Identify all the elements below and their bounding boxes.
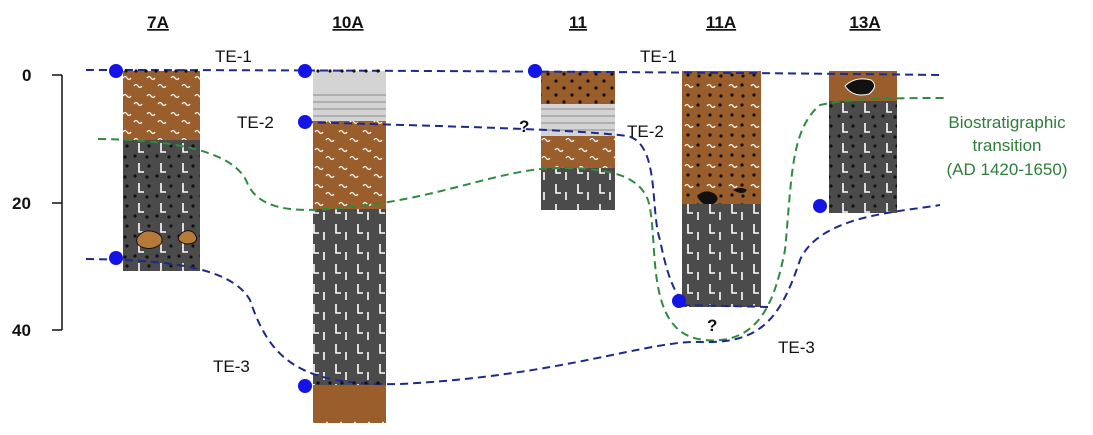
core-10A-break-edge <box>312 421 394 435</box>
tie-point-10A-TE2 <box>298 115 312 129</box>
core-7A-clast <box>177 230 198 245</box>
te1-correlation-line <box>85 69 941 76</box>
core-label-11: 11 <box>569 13 587 32</box>
core-label-11A: 11A <box>706 13 736 32</box>
tie-point-7A-TE1 <box>109 64 123 78</box>
tie-point-markers <box>109 64 827 393</box>
core-10A-ash-layer <box>313 71 386 93</box>
biostrat-label-line3: (AD 1420-1650) <box>947 160 1068 179</box>
te3-correlation-line <box>85 204 941 386</box>
core-label-7A: 7A <box>147 13 169 32</box>
core-10A-tephra-layer <box>313 209 386 385</box>
biostrat-label-line1: Biostratigraphic <box>948 113 1066 132</box>
tie-point-10A-TE1 <box>298 64 312 78</box>
core-13A-tephra-layer <box>829 101 897 213</box>
core-label-10A: 10A <box>332 13 363 32</box>
core-10A <box>312 71 394 435</box>
core-13A-clast <box>844 78 875 96</box>
te2-label-left: TE-2 <box>237 113 274 132</box>
depth-label-20: 20 <box>12 194 31 213</box>
core-11 <box>541 71 615 210</box>
te3-label-left: TE-3 <box>213 357 250 376</box>
tie-point-10A-TE3 <box>298 379 312 393</box>
tie-point-11-TE1 <box>528 64 542 78</box>
te3-core-11A-base-line <box>681 304 771 308</box>
te2-correlation-line <box>304 121 687 303</box>
tie-point-7A-TE3 <box>109 251 123 265</box>
horizon-dots <box>124 69 380 385</box>
depth-axis: 0 20 40 <box>12 66 63 340</box>
core-13A <box>829 71 897 213</box>
biostrat-label-line2: transition <box>973 136 1042 155</box>
core-7A-peat-layer <box>123 71 200 140</box>
tie-point-11A-TE3 <box>672 294 686 308</box>
uncertain-marker-core-11A: ? <box>707 316 717 335</box>
tie-point-13A-TE3 <box>813 199 827 213</box>
core-labels: 7A 10A 11 11A 13A <box>147 13 880 32</box>
core-10A-ash-laminae <box>313 93 386 121</box>
core-7A-tephra-layer <box>123 140 200 271</box>
core-10A-peat-layer <box>313 121 386 209</box>
uncertain-marker-core-11: ? <box>519 117 529 136</box>
core-11A-tephra-layer <box>682 204 761 307</box>
te1-label-right: TE-1 <box>640 47 677 66</box>
core-11A-peat-layer <box>682 71 761 204</box>
depth-label-0: 0 <box>22 66 31 85</box>
core-10A-basal-peat <box>313 385 386 423</box>
core-7A <box>123 71 200 271</box>
core-7A-clast <box>136 230 163 249</box>
core-11-peat-dots-layer <box>541 71 615 104</box>
core-11A-clast <box>733 188 747 193</box>
core-11-tephra-layer <box>541 168 615 210</box>
core-11-peat-layer <box>541 136 615 168</box>
te2-label-right: TE-2 <box>627 122 664 141</box>
depth-label-40: 40 <box>12 321 31 340</box>
core-label-13A: 13A <box>849 13 880 32</box>
core-11A <box>682 71 761 307</box>
te1-label-left: TE-1 <box>215 47 252 66</box>
te3-label-right: TE-3 <box>778 338 815 357</box>
biostratigraphic-transition-line <box>97 97 949 342</box>
core-11A-clast <box>697 191 718 205</box>
